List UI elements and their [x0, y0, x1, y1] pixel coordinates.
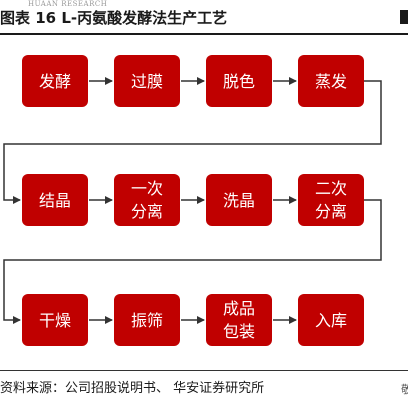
title-divider — [0, 33, 408, 35]
header-faint-text: HUAAN RESEARCH — [28, 0, 108, 8]
step-crystal-washing: 洗晶 — [206, 174, 272, 226]
step-label: 发酵 — [38, 71, 71, 91]
step-label: 入库 — [314, 310, 347, 330]
step-label: 洗晶 — [222, 190, 255, 210]
step-label: 成品 包装 — [222, 299, 255, 341]
step-decolorization: 脱色 — [206, 55, 272, 107]
step-label: 二次 分离 — [314, 179, 347, 221]
connector-r1-r2 — [3, 80, 382, 204]
step-label: 结晶 — [38, 190, 71, 210]
step-label: 过膜 — [130, 71, 163, 91]
step-label: 振筛 — [130, 310, 163, 330]
step-drying: 干燥 — [22, 294, 88, 346]
step-first-separation: 一次 分离 — [114, 174, 180, 226]
figure-title: 图表 16 L-丙氨酸发酵法生产工艺 — [0, 9, 228, 27]
step-label: 干燥 — [38, 310, 71, 330]
step-warehousing: 入库 — [298, 294, 364, 346]
connector-r2-r3 — [3, 199, 382, 324]
header-edge-mark — [400, 10, 408, 24]
step-membrane-filtration: 过膜 — [114, 55, 180, 107]
step-evaporation: 蒸发 — [298, 55, 364, 107]
step-label: 脱色 — [222, 71, 255, 91]
step-second-separation: 二次 分离 — [298, 174, 364, 226]
step-label: 蒸发 — [314, 71, 347, 91]
footer-edge-mark: 敬 — [401, 383, 408, 396]
step-label: 一次 分离 — [130, 179, 163, 221]
footer-divider — [0, 370, 408, 371]
source-note: 资料来源：公司招股说明书、 华安证券研究所 — [0, 381, 265, 396]
step-fermentation: 发酵 — [22, 55, 88, 107]
step-crystallization: 结晶 — [22, 174, 88, 226]
step-product-packaging: 成品 包装 — [206, 294, 272, 346]
step-sieving: 振筛 — [114, 294, 180, 346]
